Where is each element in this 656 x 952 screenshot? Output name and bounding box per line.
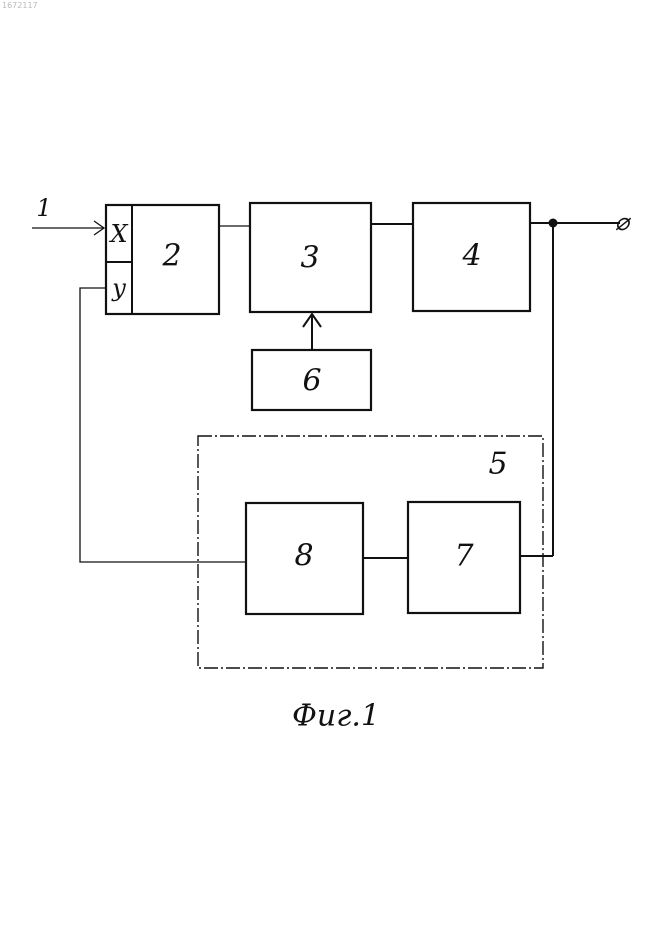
feedback-8-to-y <box>80 288 246 562</box>
block-8-label: 8 <box>294 539 313 574</box>
block-7-label: 7 <box>454 539 474 574</box>
block-3-label: 3 <box>300 241 319 276</box>
block-6-label: 6 <box>302 364 321 399</box>
block-2-label: 2 <box>161 239 181 274</box>
block-4-label: 4 <box>461 239 481 274</box>
output-terminal-icon: ⌀ <box>615 208 632 236</box>
figure-caption: Фиг.1 <box>292 699 380 734</box>
input-x-label: X <box>108 220 128 248</box>
block-5-label: 5 <box>488 447 507 482</box>
input-y-label: y <box>111 274 126 302</box>
input-label: 1 <box>36 194 51 222</box>
document-number: 1672117 <box>2 1 38 10</box>
